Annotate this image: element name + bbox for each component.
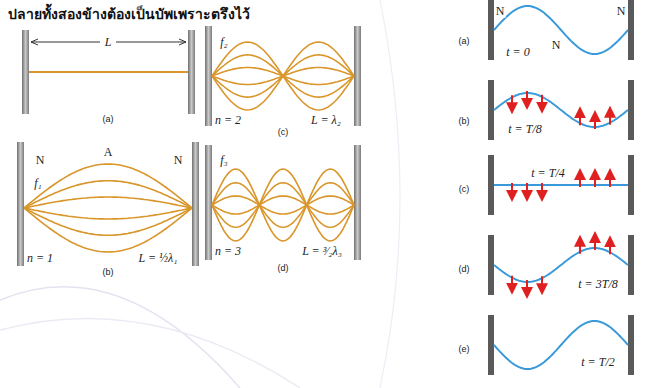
velocity-arrow bbox=[541, 276, 543, 293]
velocity-arrow bbox=[541, 95, 543, 112]
velocity-arrow bbox=[594, 233, 596, 250]
length-relation: L = λ₂ bbox=[310, 114, 342, 127]
time-label: t = T/2 bbox=[580, 356, 615, 369]
velocity-arrow bbox=[511, 183, 513, 200]
mode-number: n = 3 bbox=[214, 245, 242, 258]
string bbox=[29, 71, 188, 73]
harmonic-curve bbox=[212, 42, 354, 110]
velocity-arrow bbox=[511, 276, 513, 293]
velocity-arrow bbox=[594, 112, 596, 129]
velocity-arrow bbox=[579, 170, 581, 187]
frequency-label: f₁ bbox=[33, 177, 43, 190]
dimension-label: L bbox=[104, 36, 113, 49]
wall bbox=[488, 235, 494, 295]
harmonic-curve bbox=[212, 42, 354, 110]
time-label: t = T/4 bbox=[530, 167, 565, 180]
harmonic-curve bbox=[212, 196, 354, 214]
wall bbox=[354, 26, 361, 126]
node-label: N bbox=[173, 154, 184, 167]
wall bbox=[205, 26, 212, 126]
harmonic-curve bbox=[212, 169, 354, 241]
harmonic-curve bbox=[24, 181, 192, 208]
harmonic-curve bbox=[24, 208, 192, 252]
wall bbox=[628, 0, 634, 60]
dimension-line bbox=[116, 42, 186, 43]
panel-letter: (d) bbox=[458, 265, 471, 274]
time-label: t = 0 bbox=[505, 46, 530, 59]
wall bbox=[488, 155, 494, 215]
time-label: t = T/8 bbox=[507, 123, 542, 136]
velocity-arrow bbox=[526, 280, 528, 297]
wall bbox=[488, 80, 494, 140]
length-relation: L = ½λ₁ bbox=[138, 252, 179, 265]
node-label: N bbox=[35, 154, 46, 167]
frequency-label: f₂ bbox=[219, 36, 229, 49]
wall bbox=[22, 30, 29, 114]
velocity-arrow bbox=[511, 95, 513, 112]
velocity-arrow bbox=[579, 237, 581, 254]
wave-snapshot bbox=[494, 321, 628, 369]
velocity-arrow bbox=[541, 183, 543, 200]
panel-letter: (d) bbox=[277, 264, 290, 273]
wall bbox=[628, 80, 634, 140]
wall bbox=[205, 145, 212, 260]
wall bbox=[628, 155, 634, 215]
wall bbox=[488, 0, 494, 60]
wall bbox=[488, 315, 494, 375]
wall bbox=[17, 142, 24, 266]
panel-letter: (e) bbox=[458, 345, 471, 354]
mode-number: n = 1 bbox=[26, 252, 54, 265]
wall bbox=[354, 145, 361, 260]
node-label: N bbox=[616, 5, 627, 18]
dimension-line bbox=[31, 42, 100, 43]
wall bbox=[188, 30, 195, 114]
panel-letter: (c) bbox=[458, 185, 471, 194]
wall bbox=[628, 235, 634, 295]
decor-arc bbox=[0, 287, 240, 388]
decor-arc bbox=[380, 0, 400, 388]
frequency-label: f₃ bbox=[219, 154, 229, 167]
harmonic-curve bbox=[212, 183, 354, 228]
harmonic-curve bbox=[24, 164, 192, 208]
node-label: N bbox=[551, 39, 562, 52]
panel-letter: (a) bbox=[458, 37, 471, 46]
wall bbox=[192, 142, 199, 266]
harmonic-curve bbox=[24, 197, 192, 208]
harmonic-curve bbox=[212, 169, 354, 241]
length-relation: L = ³⁄₂λ₃ bbox=[301, 245, 343, 258]
node-label: N bbox=[495, 5, 506, 18]
mode-number: n = 2 bbox=[214, 114, 242, 127]
time-label: t = 3T/8 bbox=[577, 278, 618, 291]
panel-letter: (b) bbox=[458, 117, 471, 126]
velocity-arrow bbox=[579, 108, 581, 125]
velocity-arrow bbox=[609, 108, 611, 125]
velocity-arrow bbox=[526, 183, 528, 200]
velocity-arrow bbox=[526, 91, 528, 108]
velocity-arrow bbox=[594, 170, 596, 187]
decor-arc bbox=[0, 318, 300, 388]
panel-letter: (b) bbox=[102, 268, 115, 277]
harmonic-curve bbox=[212, 183, 354, 228]
velocity-arrow bbox=[609, 170, 611, 187]
velocity-arrow bbox=[609, 237, 611, 254]
harmonic-curve bbox=[212, 196, 354, 214]
panel-letter: (c) bbox=[277, 128, 290, 137]
harmonic-curve bbox=[24, 208, 192, 235]
harmonic-curve bbox=[24, 208, 192, 219]
antinode-label: A bbox=[103, 146, 114, 159]
panel-letter: (a) bbox=[102, 115, 115, 124]
wave-snapshot bbox=[494, 184, 628, 186]
slide-title: ปลายทั้งสองข้างต้องเป็นบัพเพราะตรึงไว้ bbox=[8, 3, 250, 25]
wall bbox=[628, 315, 634, 375]
